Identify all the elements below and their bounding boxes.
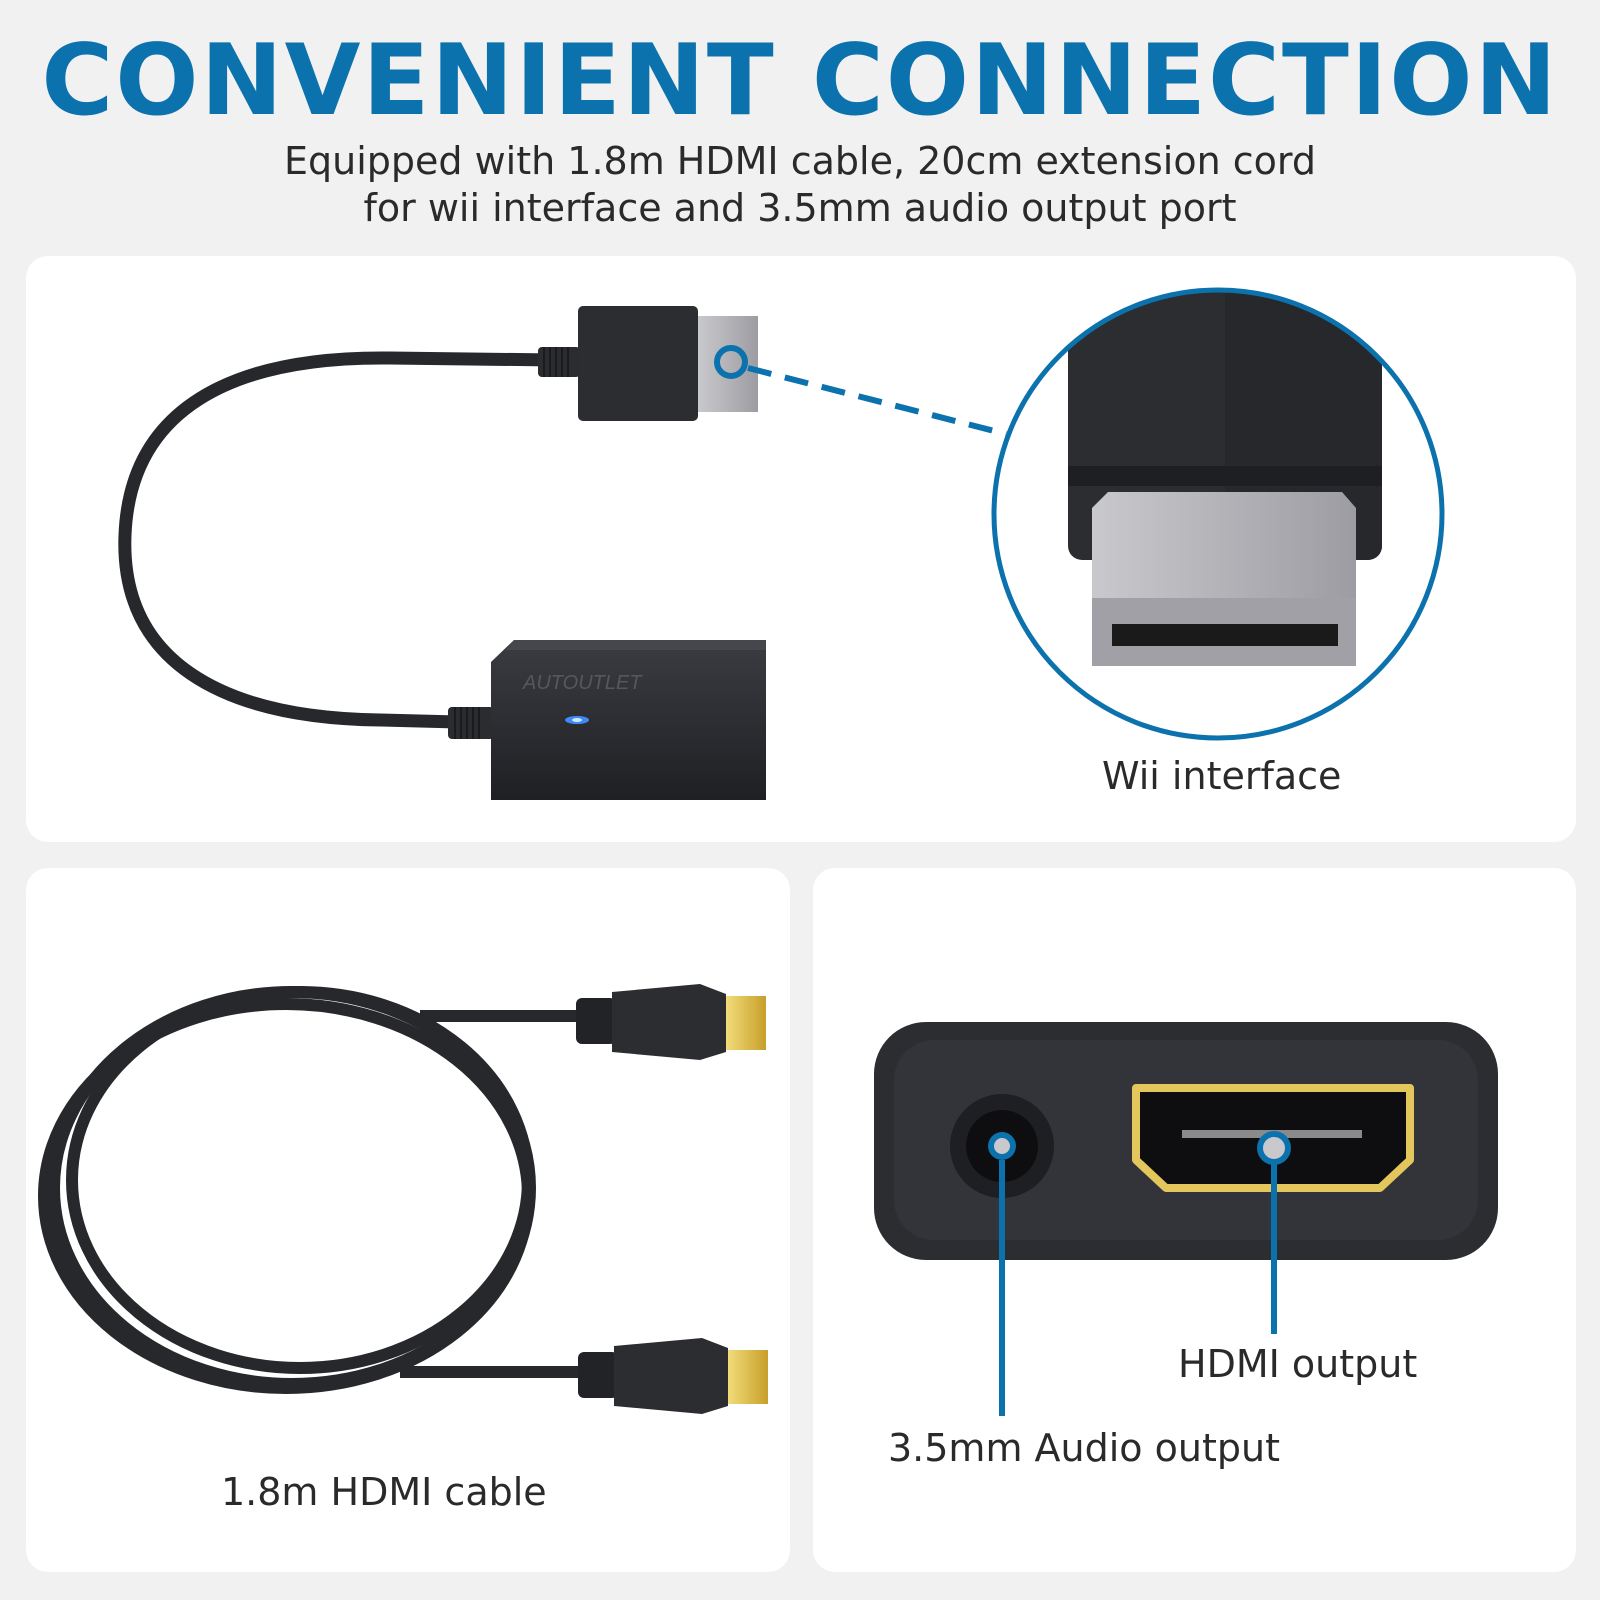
- hdmi-cable-label: 1.8m HDMI cable: [221, 1470, 547, 1514]
- adapter-image: [118, 306, 766, 800]
- audio-output-label: 3.5mm Audio output: [888, 1426, 1280, 1470]
- callout-dot: [714, 345, 748, 379]
- page-subtitle: Equipped with 1.8m HDMI cable, 20cm exte…: [0, 138, 1600, 232]
- wii-plug-icon: [991, 287, 1445, 741]
- subtitle-line-2: for wii interface and 3.5mm audio output…: [363, 186, 1237, 230]
- subtitle-line-1: Equipped with 1.8m HDMI cable, 20cm exte…: [283, 139, 1316, 183]
- hdmi-port-icon: [1132, 1084, 1414, 1192]
- callout-line: [747, 365, 1007, 437]
- hdmi-cable-panel: [26, 868, 790, 1572]
- wii-interface-label: Wii interface: [1102, 754, 1342, 798]
- hdmi-output-label: HDMI output: [1178, 1342, 1418, 1386]
- audio-jack-icon: [950, 1094, 1054, 1198]
- hdmi-cable-image: [38, 984, 768, 1414]
- page-title: CONVENIENT CONNECTION: [41, 24, 1559, 138]
- adapter-brand: AUTOUTLET: [522, 672, 643, 694]
